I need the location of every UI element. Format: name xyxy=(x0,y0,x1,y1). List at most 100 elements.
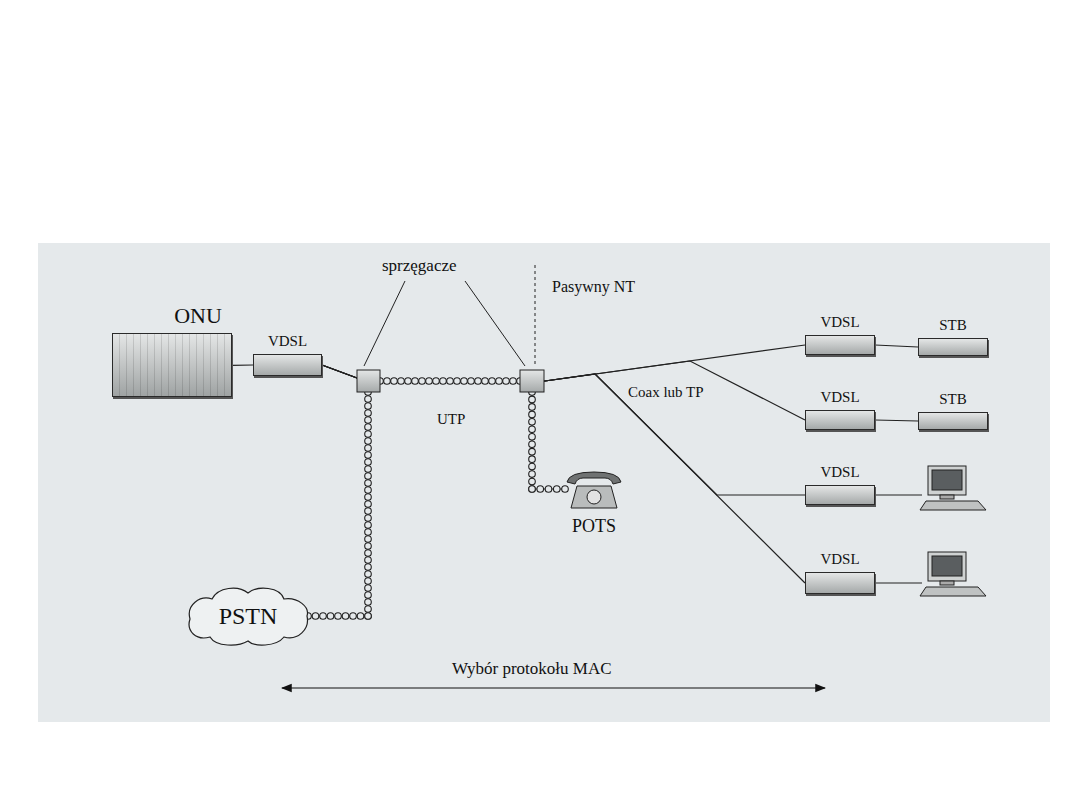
cable-bead xyxy=(412,378,419,385)
cable-bead xyxy=(433,378,440,385)
leader-line xyxy=(364,281,405,366)
cable-bead xyxy=(357,613,364,620)
stand xyxy=(940,581,954,585)
cable-bead xyxy=(529,478,536,485)
connector-line xyxy=(322,361,805,420)
cable-bead xyxy=(365,424,372,431)
monitor xyxy=(928,466,966,495)
annotation-label: Pasywny NT xyxy=(552,277,635,296)
node-label: VDSL xyxy=(805,388,875,406)
drawing-part xyxy=(567,472,621,484)
cable-bead xyxy=(529,441,536,448)
cable-bead xyxy=(365,578,372,585)
cable-bead xyxy=(365,403,372,410)
cable-bead xyxy=(529,463,536,470)
network-cloud: PSTN xyxy=(188,585,308,647)
device-node: STB xyxy=(918,390,988,430)
cable-bead xyxy=(529,486,536,493)
connector-line xyxy=(322,345,805,381)
cable-bead xyxy=(365,557,372,564)
cable-bead xyxy=(320,613,327,620)
cable-bead xyxy=(350,613,357,620)
cable-bead xyxy=(365,543,372,550)
connector-line xyxy=(308,381,565,616)
cable-bead xyxy=(440,378,447,385)
cable-bead xyxy=(545,486,552,493)
screen xyxy=(932,556,962,576)
node-label: ONU xyxy=(112,303,232,329)
cable-bead xyxy=(365,550,372,557)
device-box xyxy=(805,410,875,430)
stand xyxy=(940,495,954,499)
cable-bead xyxy=(529,404,536,411)
node-label: VDSL xyxy=(253,332,322,350)
wire xyxy=(875,582,922,583)
node-label: VDSL xyxy=(805,550,875,568)
cable-bead xyxy=(391,378,398,385)
connector-line xyxy=(232,364,253,366)
node-label: VDSL xyxy=(805,463,875,481)
cable-bead xyxy=(327,613,334,620)
scan-panel xyxy=(38,243,1050,722)
cable-bead xyxy=(529,433,536,440)
drawing-part xyxy=(587,490,601,504)
device-node: VDSL xyxy=(805,313,875,355)
cable-bead xyxy=(365,599,372,606)
cable-bead xyxy=(365,529,372,536)
cable-bead xyxy=(475,378,482,385)
cable-bead xyxy=(365,438,372,445)
splitter-box xyxy=(520,370,544,392)
node-label: VDSL xyxy=(805,313,875,331)
cable-bead xyxy=(529,448,536,455)
connector-line xyxy=(875,420,918,421)
cable-bead xyxy=(365,592,372,599)
cloud-shape: PSTN xyxy=(188,585,308,647)
screen xyxy=(932,470,962,490)
cable-bead xyxy=(461,378,468,385)
cable-bead xyxy=(365,508,372,515)
cable-bead xyxy=(365,536,372,543)
cable-bead xyxy=(447,378,454,385)
monitor xyxy=(928,552,966,581)
cable-bead xyxy=(365,466,372,473)
cable-bead xyxy=(365,501,372,508)
cable-bead xyxy=(365,564,372,571)
cable-bead xyxy=(529,411,536,418)
cable-bead xyxy=(365,613,372,620)
cable-bead xyxy=(365,452,372,459)
cable-bead xyxy=(496,378,503,385)
cable-bead xyxy=(529,426,536,433)
cable-bead xyxy=(365,473,372,480)
cable-bead xyxy=(419,378,426,385)
cable-bead xyxy=(398,378,405,385)
device-node: STB xyxy=(918,316,988,356)
device-box xyxy=(805,572,875,594)
device-node: VDSL xyxy=(805,388,875,430)
cable-bead xyxy=(365,613,372,620)
keyboard xyxy=(920,501,986,510)
node-label: STB xyxy=(918,316,988,334)
cable-bead xyxy=(529,396,536,403)
cloud-path xyxy=(189,588,307,645)
cable-bead xyxy=(537,486,544,493)
span-arrow xyxy=(282,687,825,688)
cable-bead xyxy=(365,445,372,452)
wire xyxy=(875,494,922,495)
cable-bead xyxy=(365,515,372,522)
node-label: PSTN xyxy=(219,602,278,631)
cable-bead xyxy=(503,378,510,385)
cable-bead xyxy=(529,419,536,426)
cable-bead xyxy=(454,378,461,385)
cable-bead xyxy=(384,378,391,385)
device-node: VDSL xyxy=(253,332,322,376)
leader-line xyxy=(465,281,525,366)
cable-bead xyxy=(529,471,536,478)
device-node: VDSL xyxy=(805,463,875,505)
annotation-label: Coax lub TP xyxy=(628,383,704,401)
telephone-drawing xyxy=(565,468,623,510)
boundary-dashed-line xyxy=(535,265,536,366)
splitter-box xyxy=(357,370,380,392)
